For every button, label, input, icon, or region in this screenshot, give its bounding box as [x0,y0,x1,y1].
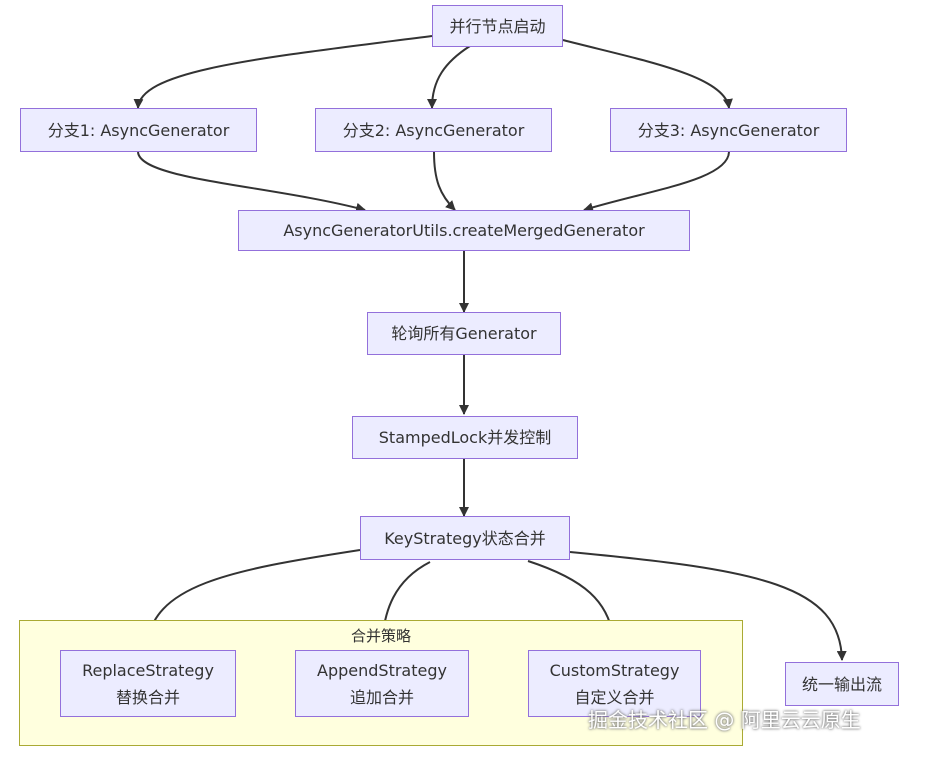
node-unified-output-label: 统一输出流 [801,674,882,694]
node-append-strategy-line2: 追加合并 [349,687,414,707]
node-poll-generators: 轮询所有Generator [367,312,561,355]
node-append-strategy-line1: AppendStrategy [317,660,447,680]
node-poll-generators-label: 轮询所有Generator [391,324,537,343]
edge-start-to-branch3 [562,39,733,109]
node-replace-strategy-line2: 替换合并 [115,687,180,707]
node-branch2-label: 分支2: AsyncGenerator [342,120,525,140]
edge-start-to-branch1 [133,35,433,109]
node-custom-strategy: CustomStrategy 自定义合并 [528,650,701,717]
node-branch3: 分支3: AsyncGenerator [610,108,847,152]
node-start: 并行节点启动 [432,5,563,47]
node-custom-strategy-line2: 自定义合并 [574,687,655,707]
merge-strategy-group-label: 合并策略 [350,627,411,645]
node-custom-strategy-line1: CustomStrategy [549,660,680,680]
node-branch2: 分支2: AsyncGenerator [315,108,552,152]
node-replace-strategy: ReplaceStrategy 替换合并 [60,650,236,717]
node-branch1: 分支1: AsyncGenerator [20,108,257,152]
edge-branch3-to-merge [583,151,730,213]
node-keystrategy-label: KeyStrategy状态合并 [384,528,546,548]
node-branch1-label: 分支1: AsyncGenerator [47,120,230,140]
edge-branch1-to-merge [137,151,366,213]
edge-branch2-to-merge [433,151,456,211]
node-append-strategy: AppendStrategy 追加合并 [295,650,469,717]
node-merged-generator-label: AsyncGeneratorUtils.createMergedGenerato… [283,221,645,240]
node-start-label: 并行节点启动 [449,16,546,36]
node-branch3-label: 分支3: AsyncGenerator [637,120,820,140]
node-replace-strategy-line1: ReplaceStrategy [82,660,214,680]
edge-strategy-to-output [569,551,847,661]
node-merged-generator: AsyncGeneratorUtils.createMergedGenerato… [238,210,690,251]
node-unified-output: 统一输出流 [785,662,899,706]
edge-start-to-branch2 [427,45,471,109]
node-keystrategy: KeyStrategy状态合并 [360,516,570,560]
node-stampedlock: StampedLock并发控制 [352,416,578,459]
watermark-text: 掘金技术社区 @ 阿里云云原生 [588,708,861,732]
node-stampedlock-label: StampedLock并发控制 [378,428,552,447]
